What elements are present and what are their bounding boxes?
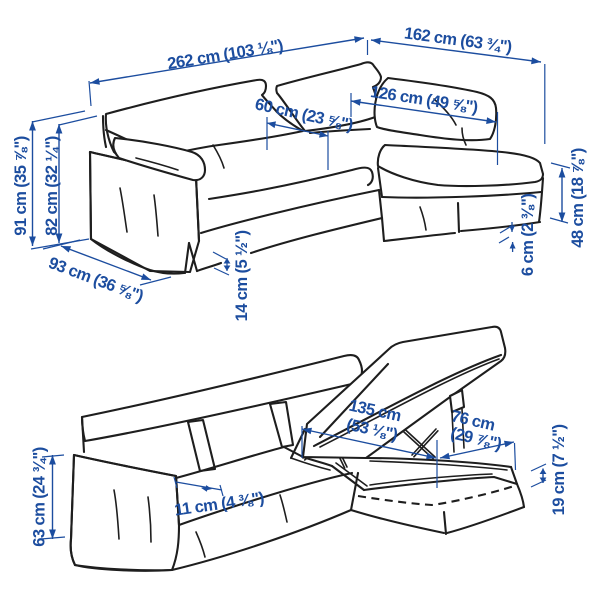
svg-text:48 cm (18 ⅞"): 48 cm (18 ⅞") [568,148,587,248]
svg-text:6 cm (2 ⅜"): 6 cm (2 ⅜") [518,194,537,276]
svg-text:82 cm (32 ¼"): 82 cm (32 ¼") [42,136,61,236]
svg-text:63 cm (24 ¾"): 63 cm (24 ¾") [29,447,48,547]
svg-text:19 cm (7 ½"): 19 cm (7 ½") [549,425,568,516]
svg-text:14 cm (5 ½"): 14 cm (5 ½") [232,231,251,322]
svg-text:91 cm (35 ⅞"): 91 cm (35 ⅞") [11,136,30,236]
